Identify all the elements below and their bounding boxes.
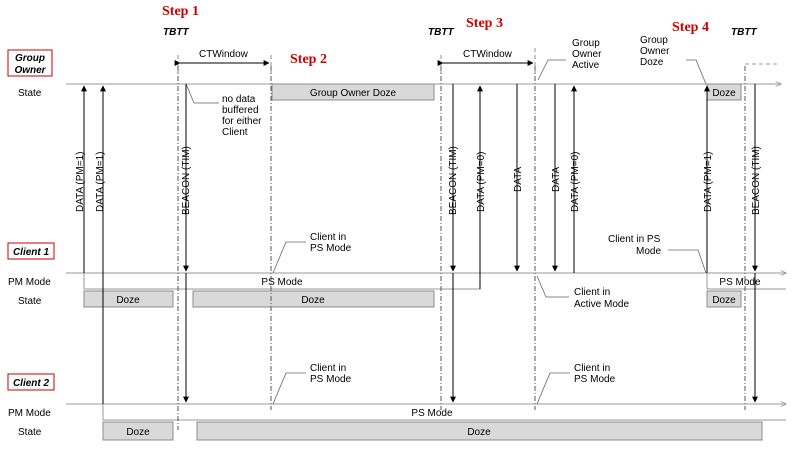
go-doze-long-box (271, 83, 435, 101)
go-state-row-label: State (18, 88, 42, 99)
tbtt-label-2: TBTT (428, 27, 454, 38)
c1-doze-label-b: Doze (301, 295, 325, 306)
go-doze-long-label: Group Owner Doze (310, 88, 397, 99)
c1-pm-mode-row-label: PM Mode (8, 277, 51, 288)
sig-c1-data-pm0-label: DATA (PM=0) (476, 152, 487, 212)
step-1-label: Step 1 (162, 4, 199, 19)
tbtt-label-3: TBTT (731, 27, 757, 38)
c2-ps-mode-label: PS Mode (411, 408, 453, 419)
client1-label: Client 1 (13, 247, 50, 258)
c2-pm-mode-row-label: PM Mode (8, 408, 51, 419)
step-3-label: Step 3 (466, 16, 503, 31)
client2-role-box (7, 373, 55, 391)
client1-role-box (7, 242, 55, 260)
c1-doze-box-a (83, 290, 174, 308)
c1-doze-label-c: Doze (712, 295, 736, 306)
sig-c2-data-pm1-label: DATA (PM=1) (95, 152, 106, 212)
c2-doze-label-a: Doze (126, 427, 150, 438)
sig-beacon-2-label: BEACON (TIM) (448, 146, 459, 215)
step-2-label: Step 2 (290, 52, 327, 67)
c1-doze-box-c (706, 290, 742, 308)
c2-doze-box-b (196, 421, 763, 441)
tbtt-label-1: TBTT (163, 27, 189, 38)
sig-c1-data-pm1-step4-label: DATA (PM=1) (703, 152, 714, 212)
ctwindow-label-2: CTWindow (463, 49, 513, 60)
c1-ps-mode-label-b: PS Mode (719, 277, 761, 288)
c2-state-row-label: State (18, 427, 42, 438)
sig-c1-data-pm0-2-label: DATA (PM=0) (570, 152, 581, 212)
step-4-label: Step 4 (672, 20, 709, 35)
c2-doze-box-a (102, 421, 174, 441)
group-owner-role-box (7, 49, 53, 77)
sig-beacon-3-label: BEACON (TIM) (751, 146, 762, 215)
c2-doze-label-b: Doze (467, 427, 491, 438)
client2-label: Client 2 (13, 378, 50, 389)
c1-doze-label-a: Doze (116, 295, 140, 306)
c1-doze-box-b (192, 290, 435, 308)
sig-go-data-1-label: DATA (513, 166, 524, 192)
go-doze-short-label: Doze (712, 88, 736, 99)
c1-ps-mode-label-a: PS Mode (261, 277, 303, 288)
sig-beacon-1-label: BEACON (TIM) (181, 146, 192, 215)
sig-go-data-2-label: DATA (551, 166, 562, 192)
ctwindow-label-1: CTWindow (199, 49, 249, 60)
sig-c1-data-pm1-label: DATA (PM=1) (75, 152, 86, 212)
c1-state-row-label: State (18, 296, 42, 307)
